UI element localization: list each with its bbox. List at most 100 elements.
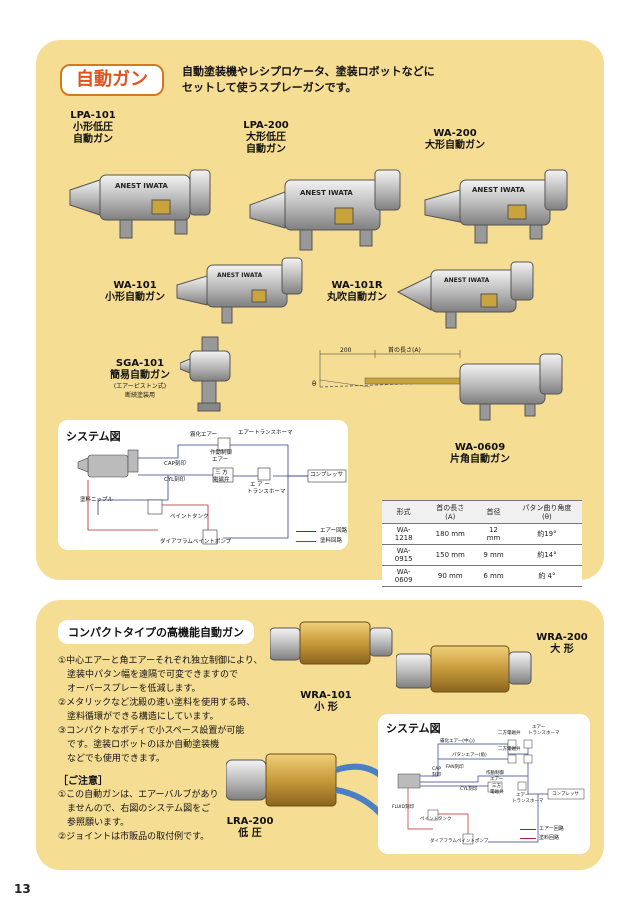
gun-desc: 大 形 <box>550 644 574 655</box>
gun-desc: 自動ガン <box>246 144 286 155</box>
diag2-compressor: コンプレッサ <box>552 792 579 797</box>
table-cell: 約14° <box>511 544 582 566</box>
diag2-center-air: 霧化エアー(中心) <box>440 739 475 744</box>
gun-desc: 大形自動ガン <box>425 140 485 151</box>
page-number: 13 <box>14 882 31 896</box>
table-header: パタン曲り角度(θ) <box>511 500 582 524</box>
gun-image-sga101 <box>180 336 231 412</box>
system-diagram-1-lines <box>77 437 347 545</box>
gun-note: 断続塗装用 <box>124 392 155 399</box>
table-header-row: 形式 首の長さ(A) 首径 パタン曲り角度(θ) <box>382 500 582 524</box>
gun-desc: 丸吹自動ガン <box>327 292 387 303</box>
diag1-solenoid: 電磁弁 <box>213 477 230 483</box>
dimension-200: 200 <box>340 347 352 354</box>
legend-2: エアー回路 塗料回路 <box>520 826 564 842</box>
point-line: ③コンパクトなボディで小スペース設置が可能 <box>58 726 245 736</box>
dimension-neck-length: 首の長さ(A) <box>388 346 421 354</box>
legend-1: エアー回路 塗料回路 <box>296 528 347 545</box>
intro-line: セットして使うスプレーガンです。 <box>182 81 357 94</box>
gun-model: LPA-101 <box>70 110 116 121</box>
diag2-fan: FAN刻印 <box>446 765 464 770</box>
diag2-cap2: 刻印 <box>432 773 441 778</box>
caution-line: ②ジョイントは市販品の取付例です。 <box>58 832 210 842</box>
gun-brand: ANEST IWATA <box>472 186 525 194</box>
table-cell: WA-0609 <box>382 565 426 587</box>
dimension-angle: θ <box>312 380 316 388</box>
table-row: WA-0609 90 mm 6 mm 約 4° <box>382 565 582 587</box>
gun-model: LPA-200 <box>243 120 289 131</box>
diag2-solenoid: 電磁弁 <box>490 790 504 795</box>
gun-model: WRA-101 <box>300 690 352 701</box>
gun-label-wa200: WA-200 大形自動ガン <box>420 128 490 152</box>
diag1-paint-nipple: 塗料ニップル <box>80 497 114 503</box>
diag1-cyl: CYL刻印 <box>164 477 186 483</box>
caution-list: ①この自動ガンは、エアーバルブがあり ませんので、右図のシステム図をご 参照願い… <box>58 788 238 844</box>
diag1-air-trans2b: トランスホーマ <box>247 489 286 495</box>
compact-heading: コンパクトタイプの高機能自動ガン <box>58 620 254 644</box>
gun-image-lpa101: ANEST IWATA <box>69 169 211 239</box>
gun-desc: 自動ガン <box>73 134 113 145</box>
diag2-air-trans1b: トランスホーマ <box>528 731 560 736</box>
table-cell: 180 mm <box>425 523 476 545</box>
gun-model: SGA-101 <box>115 358 165 369</box>
gun-label-wa101r: WA-101R 丸吹自動ガン <box>322 280 392 304</box>
table-cell: 約19° <box>511 523 582 545</box>
diag2-air-trans2b: トランスホーマ <box>512 799 544 804</box>
gun-desc: 低 圧 <box>238 828 262 839</box>
gun-model: LRA-200 <box>226 816 274 827</box>
diag1-operation-air2: エアー <box>212 457 229 463</box>
table-cell: WA-0915 <box>382 544 426 566</box>
diag1-cap: CAP刻印 <box>164 461 186 467</box>
diag1-paint-tank: ペイントタンク <box>170 514 209 520</box>
gun-model: WA-101 <box>113 280 157 291</box>
caution-line: 参照願います。 <box>58 818 130 828</box>
diag1-spray-air: 霧化エアー <box>190 432 218 438</box>
gun-model: WA-101R <box>331 280 383 291</box>
gun-brand: ANEST IWATA <box>115 182 168 190</box>
table-row: WA-0915 150 mm 9 mm 約14° <box>382 544 582 566</box>
legend-air: エアー回路 <box>539 826 564 832</box>
table-header: 首の長さ(A) <box>425 500 476 524</box>
caution-line: ませんので、右図のシステム図をご <box>58 804 211 814</box>
caution-title: ［ご注意］ <box>58 776 108 787</box>
caution-line: ①この自動ガンは、エアーバルブがあり <box>58 790 219 800</box>
diag2-fluid: FLUID刻印 <box>392 805 414 810</box>
diag1-three-way: 三 方 <box>215 470 228 476</box>
gun-label-lpa101: LPA-101 小形低圧 自動ガン <box>60 110 126 146</box>
table-cell: 約 4° <box>511 565 582 587</box>
table-row: WA-1218 180 mm 12 mm 約19° <box>382 523 582 545</box>
system-diagram-1-title: システム図 <box>66 430 121 443</box>
diag2-air-trans2a: エアー <box>516 793 530 798</box>
table-cell: 12 mm <box>475 523 512 545</box>
gun-desc: 簡易自動ガン <box>110 370 170 381</box>
gun-image-wa200: ANEST IWATA <box>424 169 568 244</box>
diag2-pattern-air: パタンエアー(角) <box>452 753 487 758</box>
spec-table: 形式 首の長さ(A) 首径 パタン曲り角度(θ) WA-1218 180 mm … <box>382 500 582 587</box>
gun-desc: 小 形 <box>314 702 338 713</box>
diag2-air-trans1a: エアー <box>532 725 546 730</box>
gun-image-wra200 <box>396 645 532 693</box>
gun-label-sga101: SGA-101 簡易自動ガン (エアーピストン式) 断続塗装用 <box>110 358 170 400</box>
section-intro: 自動塗装機やレシプロケータ、塗装ロボットなどに セットして使うスプレーガンです。 <box>182 64 435 96</box>
gun-brand: ANEST IWATA <box>217 272 263 279</box>
table-cell: WA-1218 <box>382 523 426 545</box>
gun-label-wa0609: WA-0609 片角自動ガン <box>440 442 520 466</box>
gun-brand: ANEST IWATA <box>444 277 490 284</box>
table-cell: 6 mm <box>475 565 512 587</box>
gun-image-wa101r: ANEST IWATA <box>396 261 534 329</box>
point-line: 塗装中パタン幅を遠隔で可変できますので <box>58 670 239 680</box>
diag1-air-transformer: エアートランスホーマ <box>238 430 293 436</box>
point-line: ①中心エアーと角エアーそれぞれ独立制御により、 <box>58 656 263 666</box>
intro-line: 自動塗装機やレシプロケータ、塗装ロボットなどに <box>182 65 435 78</box>
point-line: ②メタリックなど沈殿の速い塗料を使用する時、 <box>58 698 256 708</box>
diag1-pump: ダイアフラムペイントポンプ <box>160 539 232 545</box>
legend-paint: 塗料回路 <box>539 835 560 841</box>
table-cell: 150 mm <box>425 544 476 566</box>
gun-label-wra101: WRA-101 小 形 <box>296 690 356 714</box>
gun-desc: 片角自動ガン <box>450 454 510 465</box>
diag2-three-way: 三方 <box>492 784 501 789</box>
system-diagram-2-title: システム図 <box>386 722 441 735</box>
gun-model: WA-200 <box>433 128 477 139</box>
point-line: オーバースプレーを低減します。 <box>58 684 201 694</box>
gun-label-wa101: WA-101 小形自動ガン <box>100 280 170 304</box>
